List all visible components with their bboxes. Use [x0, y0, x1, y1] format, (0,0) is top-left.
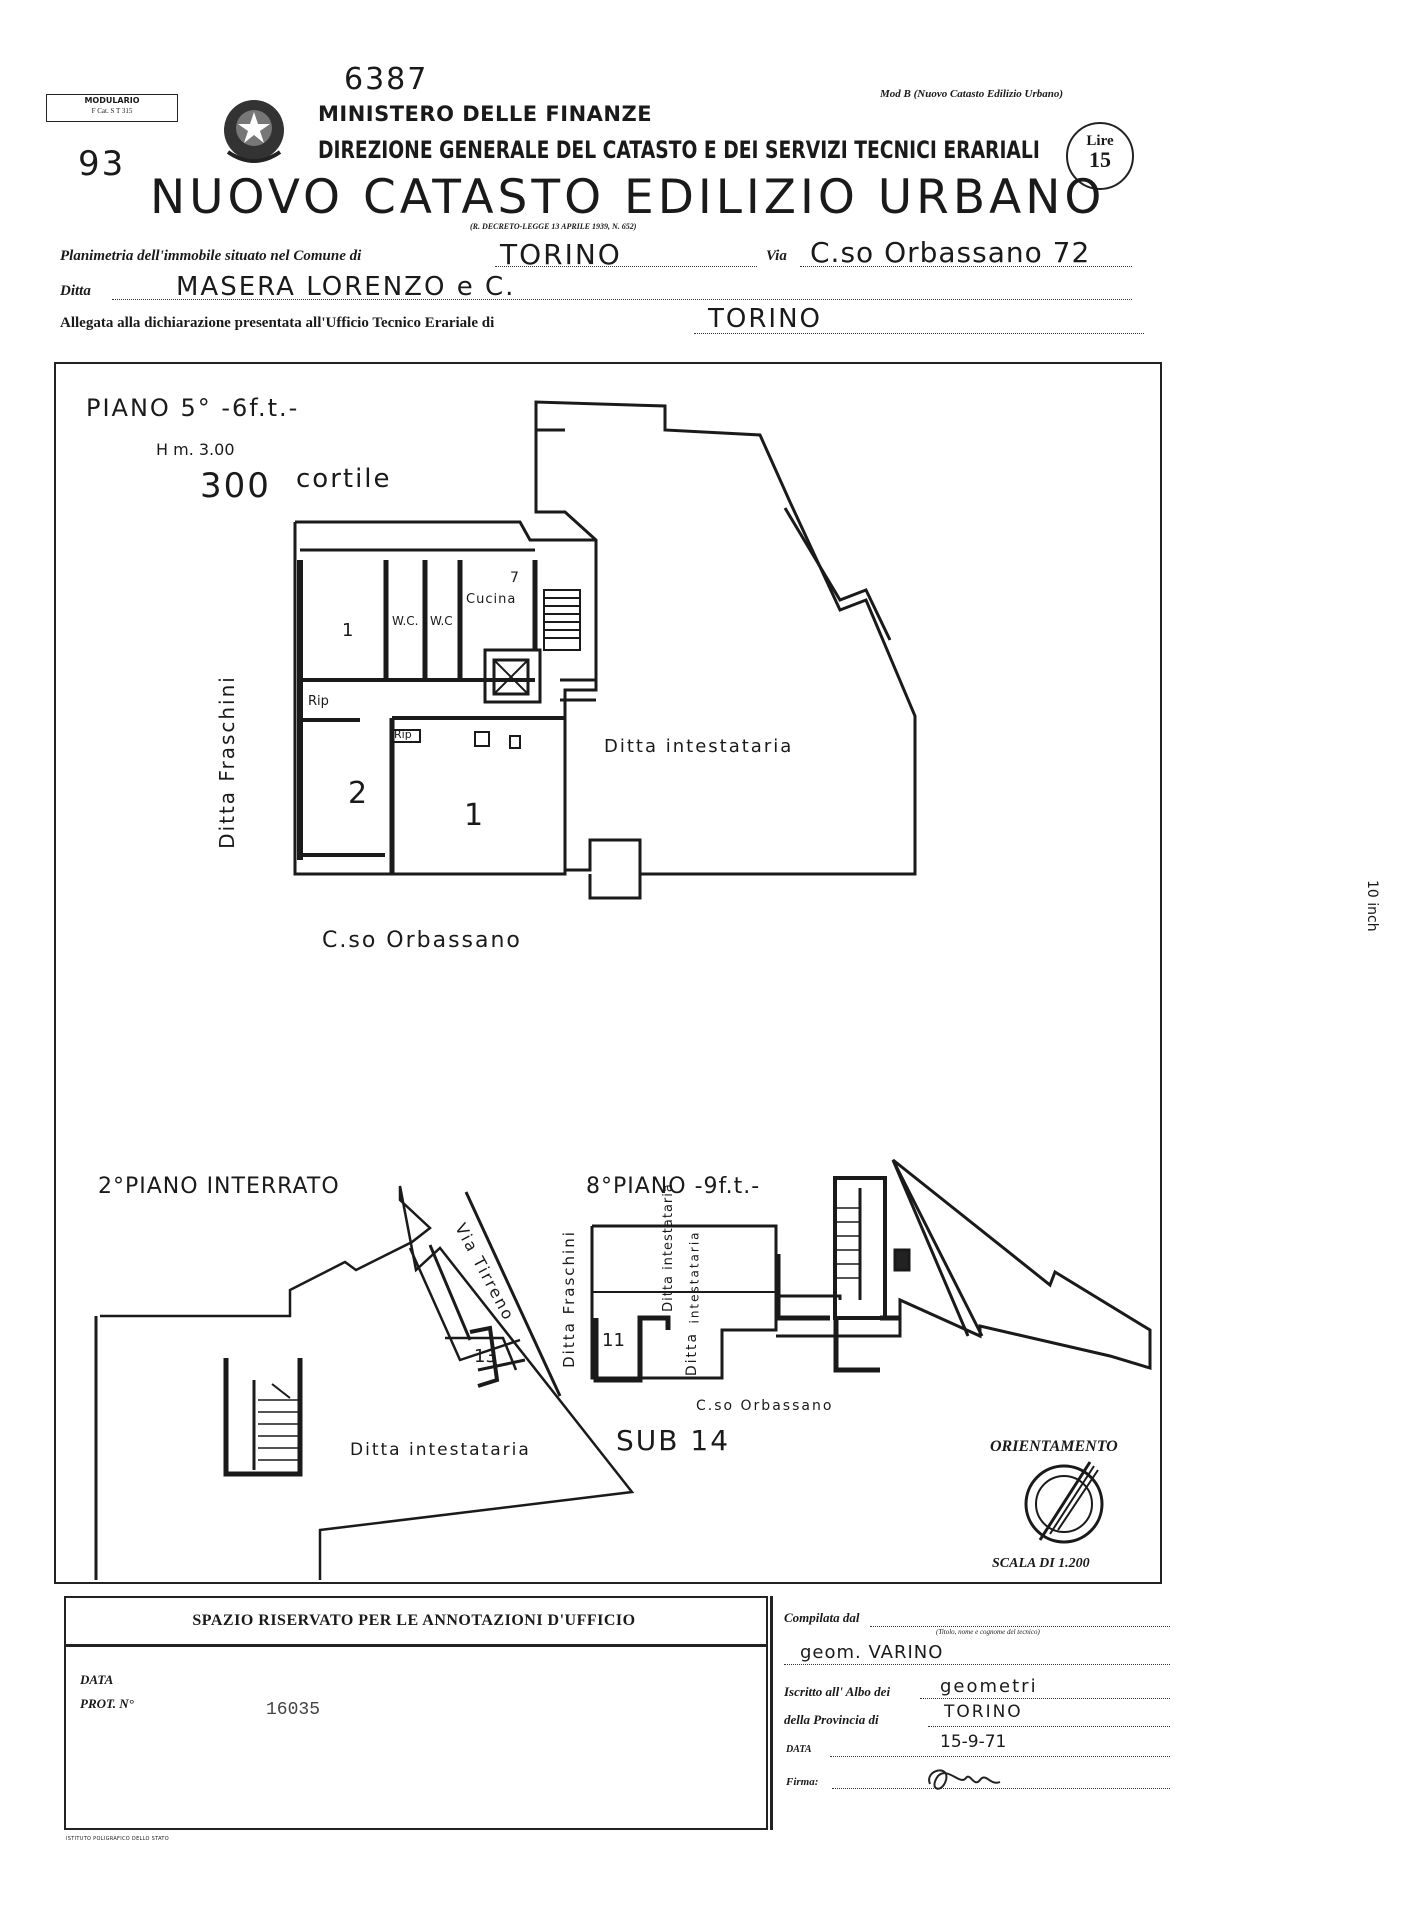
cortile-label: cortile: [296, 464, 392, 494]
firma-label: Firma:: [786, 1776, 819, 1788]
ditta-fraschini-vertical: Ditta Fraschini: [559, 1230, 578, 1368]
height-label: H m. 3.00: [156, 440, 235, 459]
printer-credit: ISTITUTO POLIGRAFICO DELLO STATO: [66, 1836, 170, 1842]
ditta-fraschini-label: Ditta Fraschini: [214, 675, 239, 849]
piano-5-label: PIANO 5° -6f.t.-: [86, 394, 300, 422]
republic-emblem-icon: [218, 90, 290, 170]
side-margin-text: 10 inch: [1364, 880, 1380, 932]
via-value: C.so Orbassano 72: [810, 236, 1091, 269]
office-box: [64, 1596, 768, 1830]
via-label: Via: [766, 248, 787, 264]
ministry-name: MINISTERO DELLE FINANZE: [318, 102, 653, 126]
ditta-intestataria-interrato: Ditta intestataria: [350, 1440, 531, 1460]
provincia-value: TORINO: [944, 1702, 1023, 1722]
planimetria-label: Planimetria dell'immobile situato nel Co…: [60, 248, 362, 264]
compilata-data-value: 15-9-71: [940, 1732, 1007, 1752]
room-13-label: 13: [474, 1346, 497, 1367]
office-prot-value: 16035: [266, 1700, 321, 1720]
provincia-label: della Provincia di: [784, 1712, 879, 1727]
direction-name: DIREZIONE GENERALE DEL CATASTO E DEI SER…: [318, 136, 1040, 164]
ditta-vertical-2: Ditta: [684, 1331, 701, 1377]
sub-label: SUB 14: [616, 1424, 731, 1457]
handwritten-number-top: 6387: [344, 62, 429, 97]
tecnico-name: geom. VARINO: [800, 1642, 944, 1663]
ditta-label: Ditta: [60, 283, 91, 299]
compass-icon: [1026, 1466, 1102, 1542]
street-label-bottom: C.so Orbassano: [322, 928, 522, 953]
wc-label-2: W.C: [430, 614, 453, 628]
height-value: 300: [200, 466, 271, 506]
lire-stamp: Lire 15: [1066, 122, 1134, 190]
piano-8-label: 8°PIANO -9f.t.-: [586, 1174, 761, 1199]
room-number-upper: 1: [342, 620, 356, 641]
modulario-box: MODULARIO F Cat. S T 315: [46, 94, 178, 122]
wc-label-1: W.C.: [392, 614, 419, 628]
room-11-label: 11: [602, 1330, 625, 1351]
lire-value: 15: [1089, 147, 1111, 172]
modulario-title: MODULARIO: [84, 96, 140, 105]
comune-value: TORINO: [500, 238, 622, 271]
modulario-code: F Cat. S T 315: [91, 107, 133, 115]
allegata-label: Allegata alla dichiarazione presentata a…: [60, 315, 495, 331]
decree-reference: (R. DECRETO-LEGGE 13 APRILE 1939, N. 652…: [470, 222, 637, 231]
room-1-label: 1: [464, 798, 486, 833]
titolo-note: (Titolo, nome e cognome del tecnico): [936, 1628, 1040, 1636]
office-header: SPAZIO RISERVATO PER LE ANNOTAZIONI D'UF…: [192, 1612, 636, 1629]
lire-label: Lire: [1086, 133, 1114, 149]
intestataria-vertical-2: intestataria: [687, 1230, 702, 1324]
handwritten-number-left: 93: [78, 144, 126, 184]
cucina-number: 7: [510, 570, 521, 586]
room-2-label: 2: [348, 776, 370, 811]
scala-label: SCALA DI 1.200: [992, 1556, 1090, 1571]
rip-label-1: Rip: [308, 694, 329, 709]
cucina-label: Cucina: [466, 592, 517, 607]
allegata-value: TORINO: [708, 304, 822, 334]
ditta-value: MASERA LORENZO e C.: [176, 272, 516, 302]
rip-label-2: Rip: [394, 728, 412, 741]
plan-frame: [54, 362, 1162, 1584]
street-label-small: C.so Orbassano: [696, 1398, 834, 1414]
orientamento-label: ORIENTAMENTO: [990, 1438, 1118, 1455]
office-prot-label: PROT. N°: [80, 1696, 134, 1711]
form-model: Mod B (Nuovo Catasto Edilizio Urbano): [880, 88, 1064, 100]
compilata-label: Compilata dal: [784, 1610, 860, 1625]
ditta-intestataria-vertical: Ditta intestataria: [660, 1183, 676, 1312]
compilata-data-label: DATA: [786, 1744, 812, 1755]
interrato-label: 2°PIANO INTERRATO: [98, 1174, 340, 1199]
office-data-label: DATA: [80, 1672, 114, 1687]
signature: [920, 1760, 1010, 1800]
albo-value: geometri: [940, 1676, 1038, 1697]
iscritto-label: Iscritto all' Albo dei: [784, 1684, 891, 1699]
ditta-intestataria-label: Ditta intestataria: [604, 736, 794, 757]
document-title: NUOVO CATASTO EDILIZIO URBANO: [150, 170, 1106, 225]
